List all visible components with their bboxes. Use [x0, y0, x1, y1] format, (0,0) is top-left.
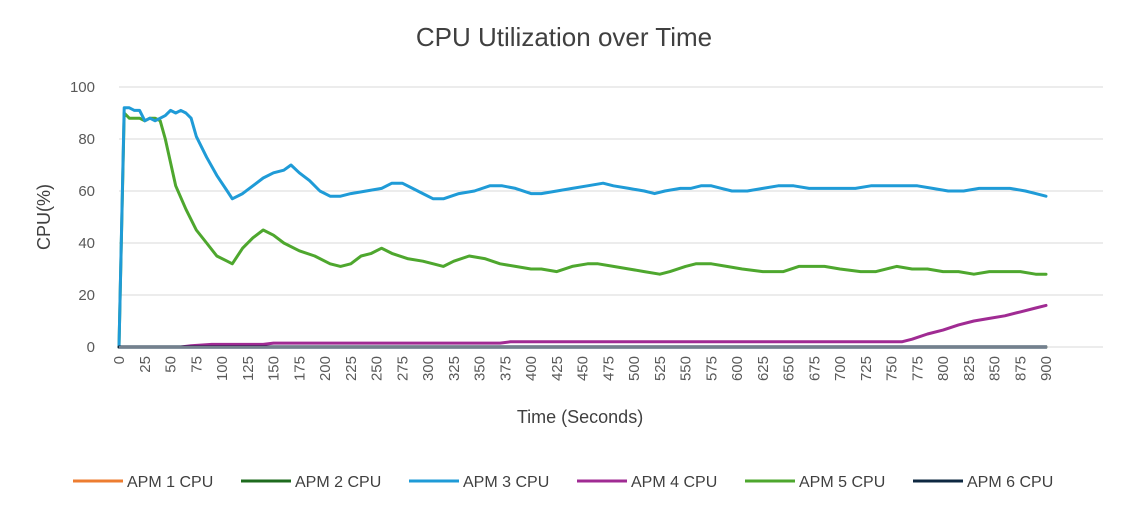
series-line-apm-3: [117, 106, 1048, 349]
x-tick-label: 850: [987, 356, 1004, 381]
y-tick-label: 60: [78, 183, 95, 200]
x-tick-label: 725: [858, 356, 875, 381]
x-tick-label: 350: [472, 356, 489, 381]
y-tick-label: 80: [78, 131, 95, 148]
x-tick-label: 325: [446, 356, 463, 381]
x-tick-label: 0: [111, 356, 128, 364]
x-tick-label: 825: [961, 356, 978, 381]
x-tick-label: 675: [806, 356, 823, 381]
x-tick-label: 25: [137, 356, 154, 373]
legend-label-apm-4: APM 4 CPU: [631, 474, 717, 491]
x-tick-label: 125: [240, 356, 257, 381]
series-lines: [117, 106, 1048, 349]
legend: APM 1 CPU APM 2 CPU APM 3 CPU APM 4 CPU APM …: [73, 474, 1053, 491]
x-tick-label: 575: [703, 356, 720, 381]
y-tick-label: 20: [78, 287, 95, 304]
x-tick-label: 600: [729, 356, 746, 381]
x-axis-ticks: 0 25 50 75 100 125 150 175 200 225 250 275 300 325 350…: [111, 356, 1055, 381]
y-axis-ticks: 0 20 40 60 80 100: [70, 79, 95, 356]
legend-label-apm-2: APM 2 CPU: [295, 474, 381, 491]
legend-label-apm-5: APM 5 CPU: [799, 474, 885, 491]
x-tick-label: 150: [266, 356, 283, 381]
series-line-apm-4: [117, 303, 1048, 349]
chart-title: CPU Utilization over Time: [416, 22, 712, 52]
series-line-apm-5: [117, 111, 1048, 349]
x-tick-label: 175: [291, 356, 308, 381]
x-tick-label: 800: [935, 356, 952, 381]
x-tick-label: 75: [188, 356, 205, 373]
x-tick-label: 775: [909, 356, 926, 381]
x-tick-label: 550: [678, 356, 695, 381]
x-tick-label: 425: [549, 356, 566, 381]
x-tick-label: 100: [214, 356, 231, 381]
x-tick-label: 375: [497, 356, 514, 381]
x-tick-label: 750: [884, 356, 901, 381]
x-tick-label: 400: [523, 356, 540, 381]
x-tick-label: 475: [600, 356, 617, 381]
x-tick-label: 875: [1012, 356, 1029, 381]
x-tick-label: 625: [755, 356, 772, 381]
y-tick-label: 0: [87, 339, 95, 356]
x-tick-label: 200: [317, 356, 334, 381]
legend-label-apm-1: APM 1 CPU: [127, 474, 213, 491]
x-tick-label: 900: [1038, 356, 1055, 381]
x-tick-label: 525: [652, 356, 669, 381]
y-axis-title: CPU(%): [34, 184, 54, 250]
x-tick-label: 700: [832, 356, 849, 381]
x-axis-title: Time (Seconds): [517, 407, 643, 427]
legend-label-apm-3: APM 3 CPU: [463, 474, 549, 491]
x-tick-label: 650: [781, 356, 798, 381]
y-tick-label: 100: [70, 79, 95, 96]
x-tick-label: 50: [163, 356, 180, 373]
y-tick-label: 40: [78, 235, 95, 252]
x-tick-label: 275: [394, 356, 411, 381]
x-tick-label: 450: [575, 356, 592, 381]
x-tick-label: 250: [369, 356, 386, 381]
legend-label-apm-6: APM 6 CPU: [967, 474, 1053, 491]
x-tick-label: 300: [420, 356, 437, 381]
x-tick-label: 500: [626, 356, 643, 381]
x-tick-label: 225: [343, 356, 360, 381]
